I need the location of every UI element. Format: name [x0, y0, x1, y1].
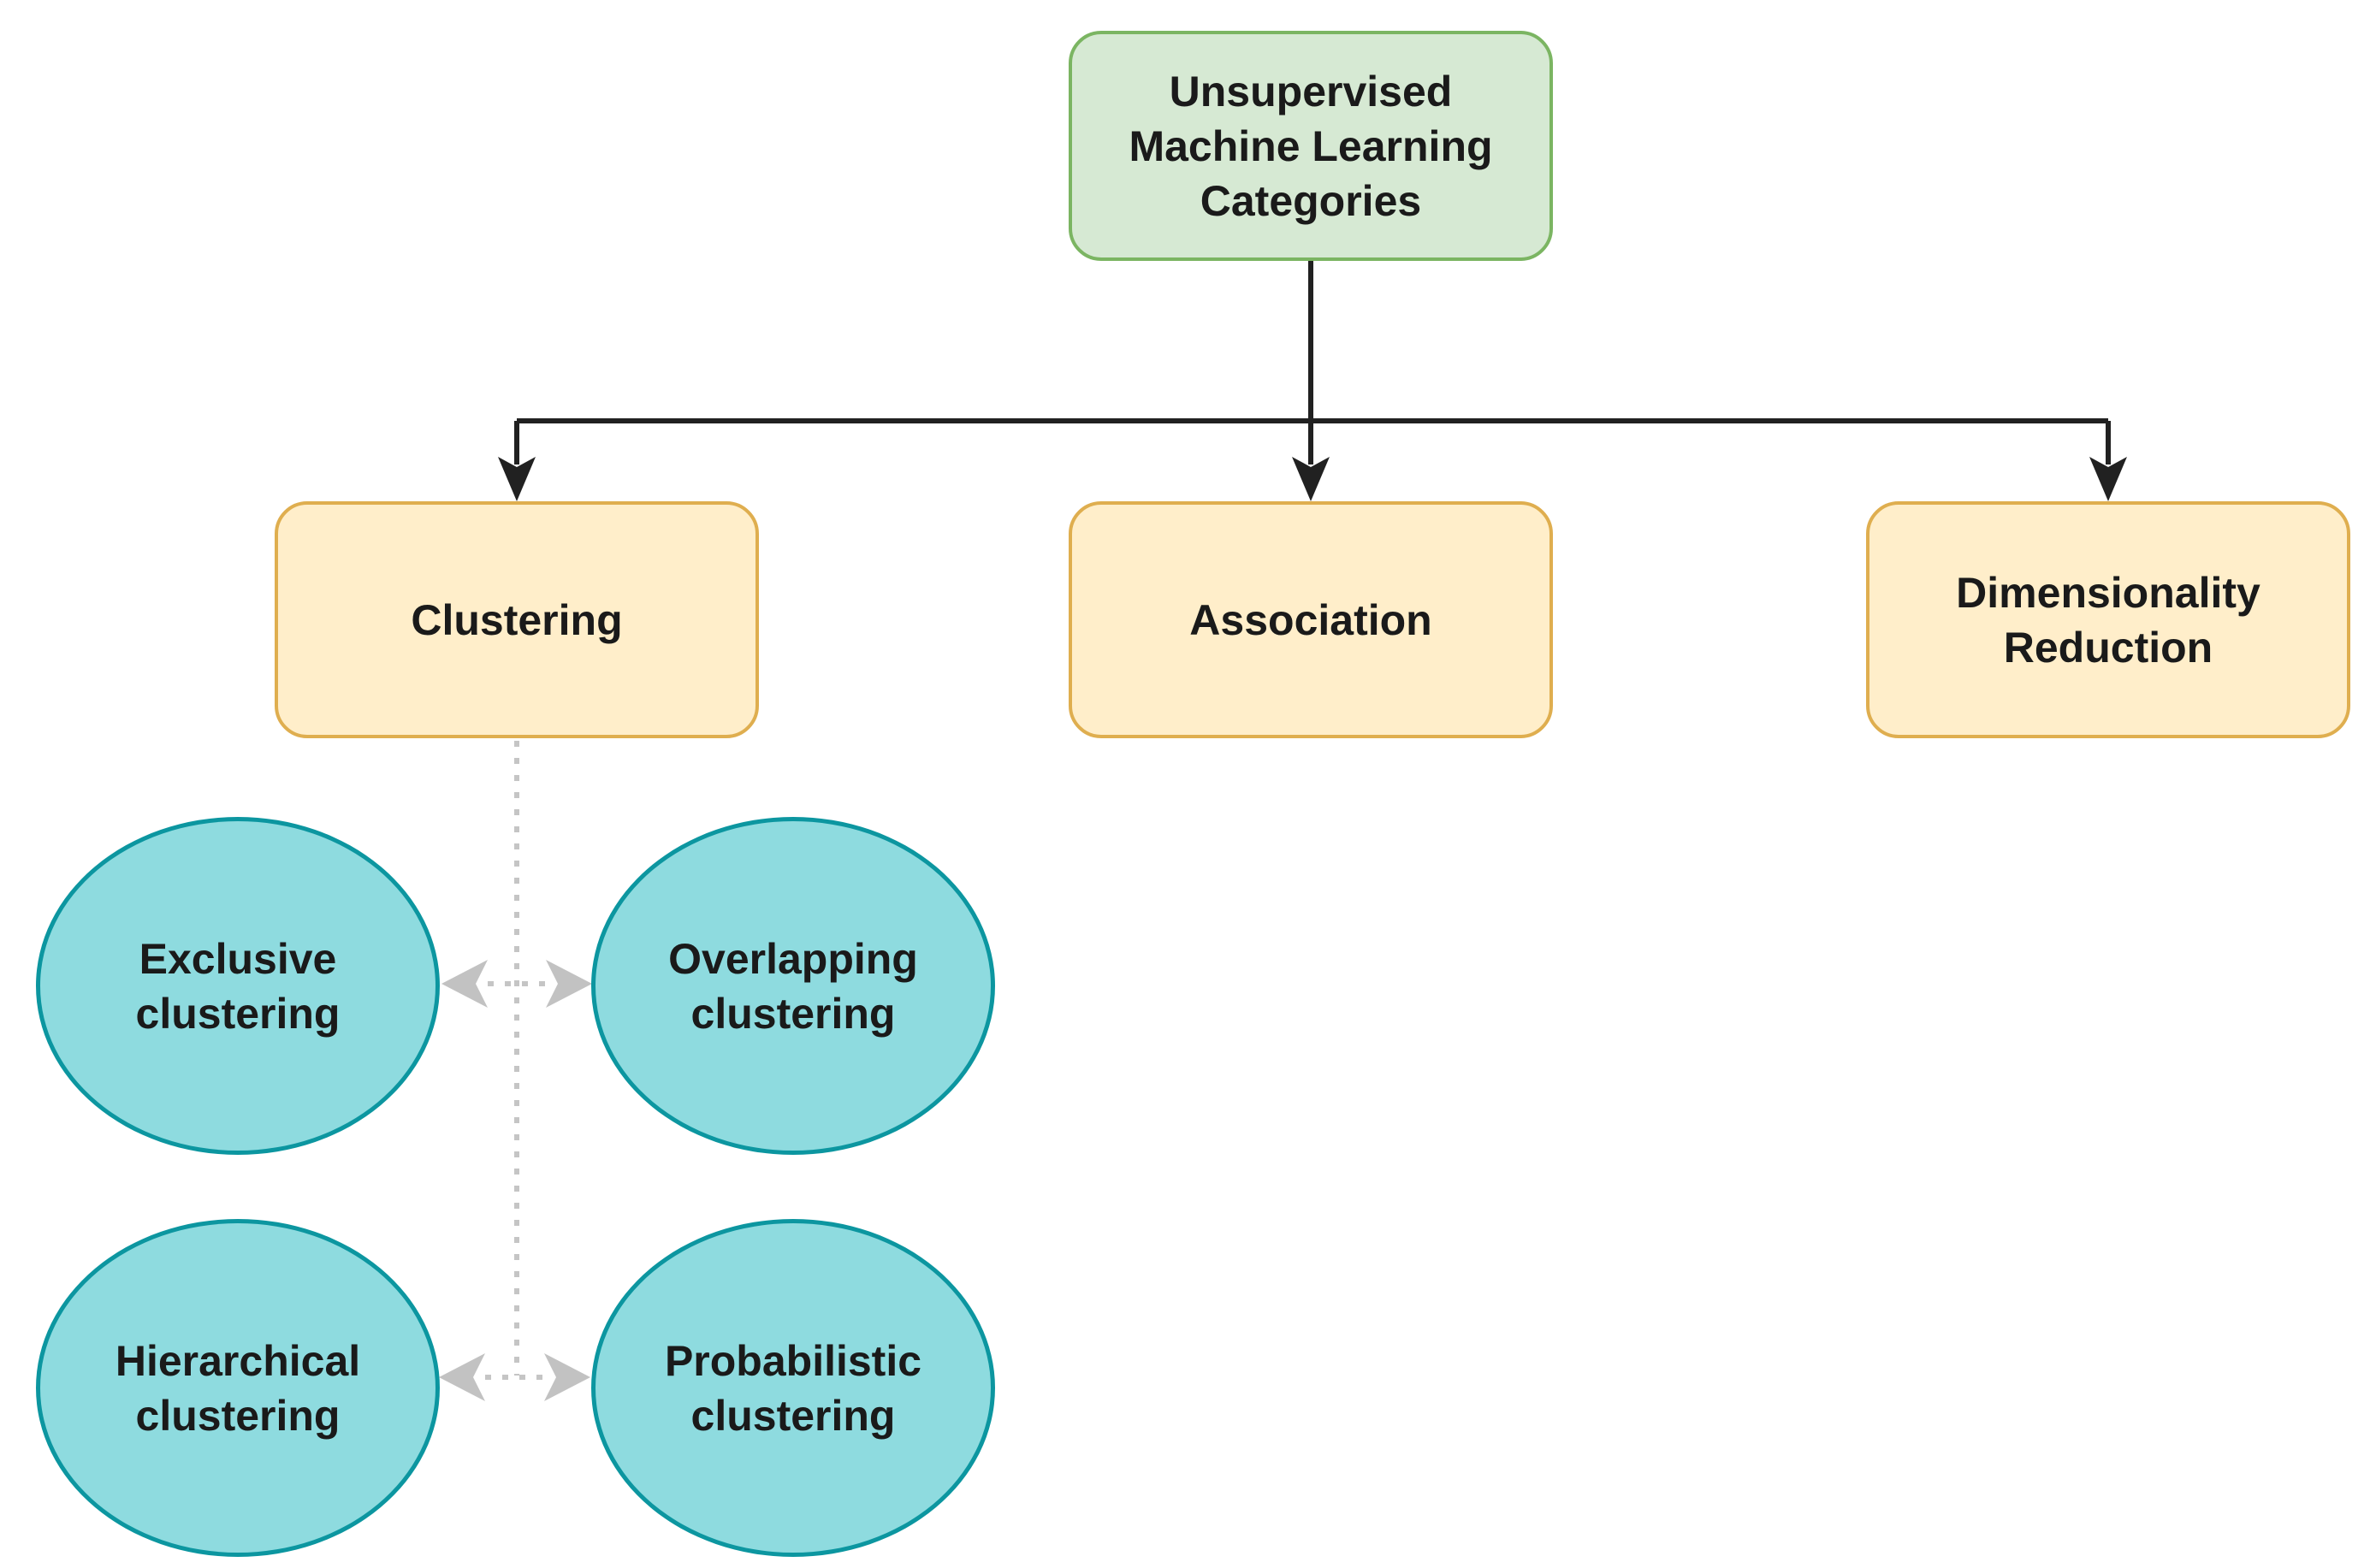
node-exclusive-clustering: Exclusive clustering — [36, 817, 440, 1155]
arrowhead-into-association — [1292, 457, 1330, 501]
solid-arrowheads — [498, 457, 2127, 501]
node-exclusive-clustering-label: Exclusive clustering — [135, 934, 341, 1038]
node-unsupervised-ml-categories-label: Unsupervised Machine Learning Categories — [1129, 67, 1493, 225]
node-hierarchical-clustering-label: Hierarchical clustering — [115, 1336, 361, 1440]
node-overlapping-clustering-label: Overlapping clustering — [668, 934, 918, 1038]
arrowhead-toward-probabilistic — [544, 1353, 590, 1401]
arrowhead-into-clustering — [498, 457, 536, 501]
node-probabilistic-clustering-label: Probabilistic clustering — [664, 1336, 922, 1440]
root-to-categories-connector — [514, 261, 2111, 464]
node-clustering: Clustering — [275, 501, 759, 738]
node-hierarchical-clustering: Hierarchical clustering — [36, 1219, 440, 1557]
arrowhead-toward-hierarchical — [439, 1353, 485, 1401]
node-dimensionality-reduction-label: Dimensionality Reduction — [1956, 568, 2260, 672]
node-association: Association — [1069, 501, 1553, 738]
arrowhead-toward-overlapping — [546, 960, 592, 1008]
node-overlapping-clustering: Overlapping clustering — [591, 817, 995, 1155]
node-probabilistic-clustering: Probabilistic clustering — [591, 1219, 995, 1557]
arrowhead-toward-exclusive — [441, 960, 488, 1008]
node-dimensionality-reduction: Dimensionality Reduction — [1866, 501, 2350, 738]
clustering-subtypes-dotted-connectors — [485, 741, 546, 1380]
node-unsupervised-ml-categories: Unsupervised Machine Learning Categories — [1069, 31, 1553, 261]
node-clustering-label: Clustering — [411, 595, 623, 644]
arrowhead-into-dimensionality-reduction — [2089, 457, 2127, 501]
node-association-label: Association — [1189, 595, 1432, 644]
dotted-arrowheads — [439, 960, 592, 1401]
